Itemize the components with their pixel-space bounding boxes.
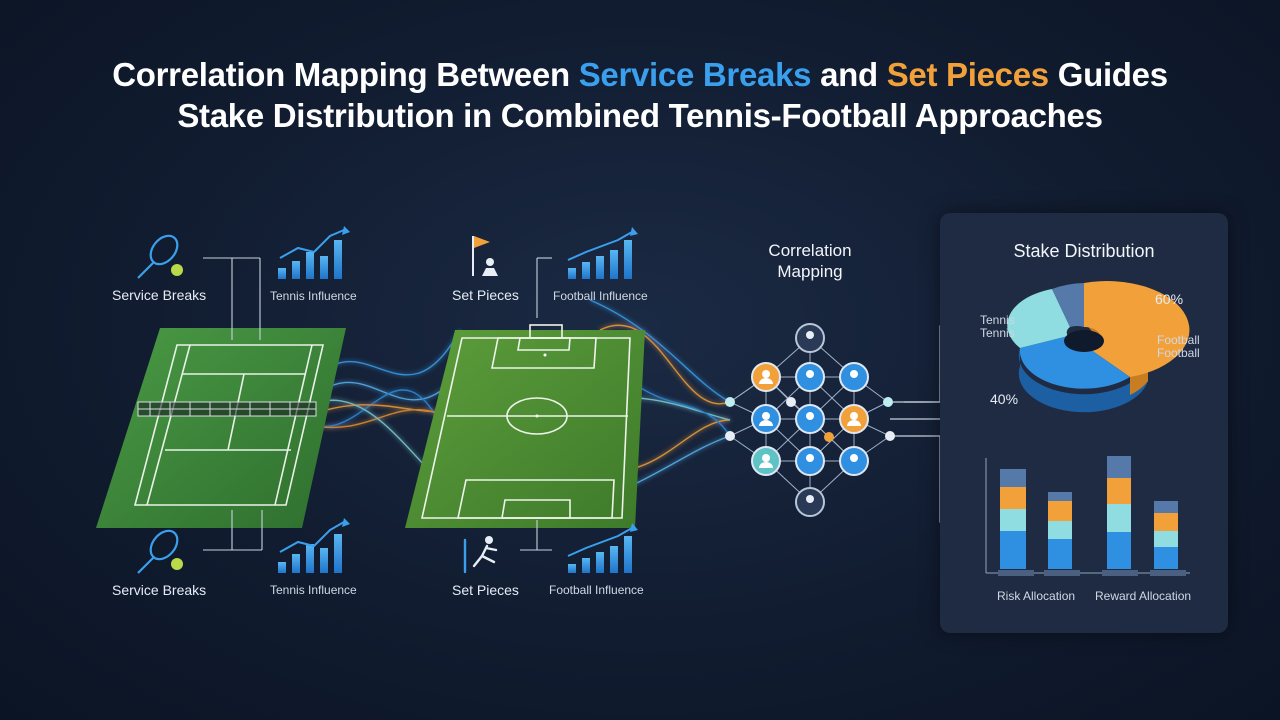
title-highlight-service-breaks: Service Breaks [578, 56, 812, 93]
network-node [751, 404, 781, 434]
tennis-influence-chart-top [278, 226, 350, 279]
corner-flag-icon [472, 236, 498, 276]
network-node [795, 404, 825, 434]
stake-bar-chart [985, 456, 1190, 576]
correlation-title-line2: Mapping [777, 262, 843, 281]
correlation-network [725, 323, 982, 526]
service-breaks-label-top: Service Breaks [112, 287, 207, 303]
set-pieces-label-bottom: Set Pieces [452, 582, 519, 598]
title-text: Guides [1048, 56, 1168, 93]
panel-title: Stake Distribution [1013, 241, 1155, 261]
title-text: Correlation Mapping Between [112, 56, 579, 93]
set-pieces-label-top: Set Pieces [452, 287, 519, 303]
network-node [795, 487, 825, 517]
service-breaks-label-bottom: Service Breaks [112, 582, 207, 598]
correlation-mapping-title: Correlation Mapping [740, 240, 880, 282]
page-subtitle: Stake Distribution in Combined Tennis-Fo… [177, 97, 1103, 134]
pie-label-tennis: Tennis [980, 313, 1015, 327]
title-highlight-set-pieces: Set Pieces [886, 56, 1049, 93]
pie-slice-football [1084, 281, 1190, 377]
football-influence-chart-bottom [567, 523, 638, 573]
stake-distribution-panel: Stake Distribution [940, 213, 1228, 633]
tennis-ball-icon [171, 558, 183, 570]
network-node [839, 362, 869, 392]
page-title: Correlation Mapping Between Service Brea… [0, 58, 1280, 91]
tennis-net [137, 401, 317, 417]
pie-slice-tennis-teal [1007, 289, 1070, 348]
network-node [839, 446, 869, 476]
tennis-racket-icon [137, 234, 179, 279]
pie-label-football: Football [1157, 333, 1200, 347]
tennis-influence-label-bottom: Tennis Influence [270, 583, 357, 597]
bar-risk-2 [1048, 492, 1072, 569]
tennis-racket-icon [137, 529, 179, 574]
tennis-court [96, 328, 346, 528]
network-node [795, 323, 825, 353]
network-node [751, 362, 781, 392]
tennis-ball-icon [171, 264, 183, 276]
stake-pie-chart [1007, 281, 1190, 413]
title-text: and [811, 56, 887, 93]
pie-slice-tennis-slate [1052, 283, 1084, 327]
football-influence-label-bottom: Football Influence [549, 583, 644, 597]
bar-group-label-reward: Reward Allocation [1095, 589, 1192, 603]
stake-charts [985, 281, 1190, 576]
bar-group-label-risk: Risk Allocation [997, 589, 1076, 603]
network-node [839, 404, 869, 434]
football-pitch [405, 324, 645, 528]
pie-label-tennis: Tennis [980, 326, 1015, 340]
bar-reward-1 [1107, 456, 1131, 569]
network-node [795, 446, 825, 476]
pie-percent-40: 40% [990, 391, 1019, 407]
network-node [795, 362, 825, 392]
football-influence-chart-top [567, 227, 638, 279]
correlation-title-line1: Correlation [768, 241, 852, 260]
pie-slice-tennis-blue [1019, 336, 1130, 389]
tennis-influence-label-top: Tennis Influence [270, 289, 357, 303]
football-influence-label-top: Football Influence [553, 289, 648, 303]
pie-percent-60: 60% [1155, 291, 1184, 307]
tennis-influence-chart-bottom [278, 518, 350, 573]
pie-label-football: Football [1157, 346, 1200, 360]
bar-risk-1 [1000, 469, 1026, 569]
network-node [751, 446, 781, 476]
bar-reward-2 [1154, 501, 1178, 569]
connector-lines [203, 257, 552, 551]
player-kick-icon [463, 536, 498, 574]
